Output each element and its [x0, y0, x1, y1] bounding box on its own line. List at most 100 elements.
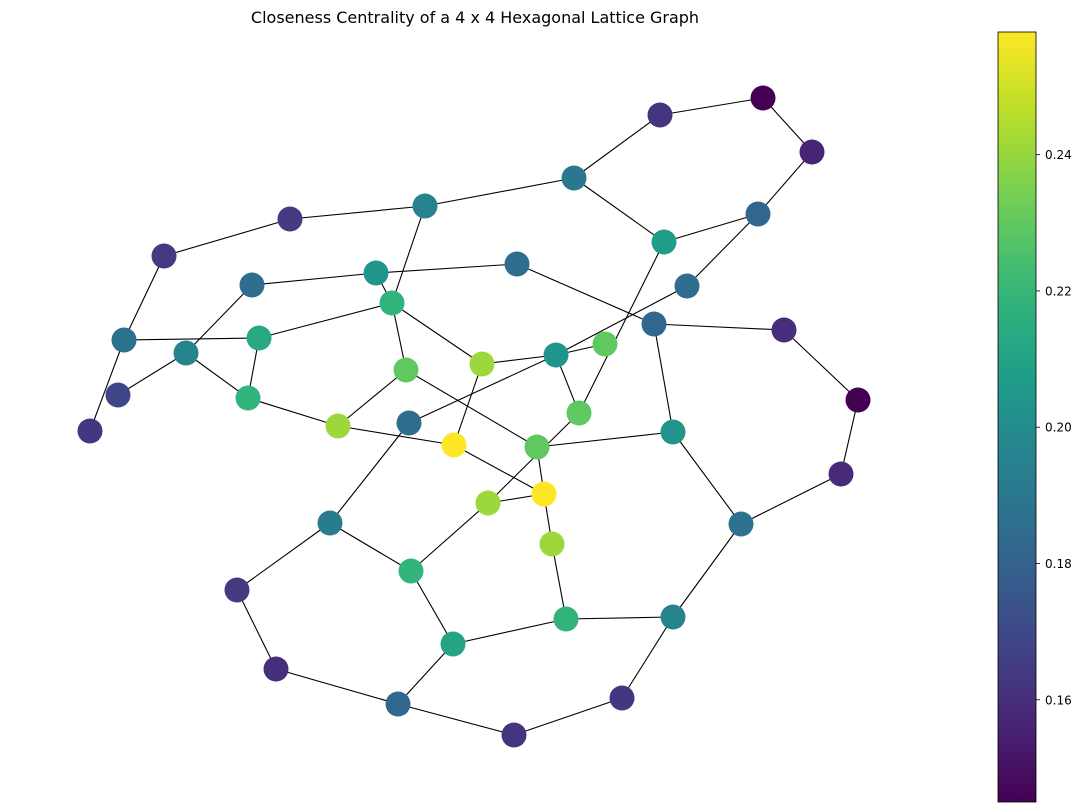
- graph-node: [745, 201, 771, 227]
- graph-edge: [659, 97, 764, 116]
- graph-edge: [653, 323, 785, 331]
- graph-node: [750, 85, 776, 111]
- graph-edge: [117, 352, 187, 396]
- graph-edge: [410, 570, 454, 645]
- graph-node: [566, 400, 592, 426]
- graph-node: [728, 511, 754, 537]
- graph-node: [246, 325, 272, 351]
- graph-edge: [258, 302, 393, 339]
- graph-edge: [555, 285, 688, 356]
- graph-node: [363, 260, 389, 286]
- graph-edge: [123, 337, 260, 341]
- chart-title: Closeness Centrality of a 4 x 4 Hexagona…: [250, 8, 700, 27]
- graph-node: [799, 139, 825, 165]
- graph-node: [651, 229, 677, 255]
- graph-node: [277, 206, 303, 232]
- graph-edge: [247, 397, 339, 427]
- graph-edge: [289, 205, 426, 220]
- graph-node: [828, 461, 854, 487]
- graph-edge: [329, 522, 412, 572]
- graph-edge: [573, 114, 661, 179]
- graph-node: [239, 272, 265, 298]
- graph-node: [475, 490, 501, 516]
- graph-edge: [391, 302, 483, 365]
- graph-edge: [453, 444, 545, 495]
- colorbar-gradient: [997, 31, 1037, 803]
- graph-edge: [573, 177, 665, 243]
- graph-node: [771, 317, 797, 343]
- graph-edge: [337, 425, 455, 446]
- graph-edge: [783, 329, 859, 401]
- graph-node: [317, 510, 343, 536]
- graph-edge: [578, 241, 665, 414]
- colorbar-tick-label: 0.18: [1045, 557, 1072, 571]
- graph-node: [504, 251, 530, 277]
- graph-edge: [653, 323, 674, 433]
- graph-node: [379, 290, 405, 316]
- graph-edge: [840, 399, 859, 475]
- graph-edge: [405, 369, 538, 448]
- graph-edge: [452, 618, 567, 645]
- graph-edge: [757, 151, 813, 215]
- graph-edge: [565, 616, 674, 620]
- graph-edge: [337, 369, 407, 427]
- graph-node: [647, 102, 673, 128]
- colorbar-tick-label: 0.16: [1045, 693, 1072, 707]
- graph-edge: [621, 616, 674, 699]
- colorbar-tick-label: 0.22: [1045, 284, 1072, 298]
- graph-edge: [516, 263, 655, 325]
- graph-edge: [672, 431, 742, 525]
- graph-edge: [453, 363, 483, 446]
- graph-node: [173, 340, 199, 366]
- graph-node: [224, 577, 250, 603]
- graph-edge: [236, 522, 331, 591]
- graph-node: [674, 273, 700, 299]
- graph-node: [151, 243, 177, 269]
- graph-edge: [123, 255, 165, 341]
- graph-edge: [536, 431, 674, 448]
- graph-edge: [686, 213, 759, 287]
- graph-node: [561, 165, 587, 191]
- graph-node: [469, 351, 495, 377]
- graph-edge: [663, 213, 759, 243]
- graph-edge: [185, 352, 249, 399]
- graph-edge: [424, 177, 575, 207]
- graph-node: [441, 432, 467, 458]
- graph-edge: [408, 354, 557, 424]
- graph-node: [398, 558, 424, 584]
- graph-edge: [740, 473, 842, 525]
- graph-edge: [185, 284, 253, 354]
- graph-edge: [410, 502, 489, 572]
- graph-node: [553, 606, 579, 632]
- graph-edge: [397, 643, 454, 705]
- graph-node: [660, 419, 686, 445]
- graph-node: [325, 413, 351, 439]
- graph-node: [539, 531, 565, 557]
- graph-node: [440, 631, 466, 657]
- graph-edge: [672, 523, 742, 618]
- colorbar-tick-label: 0.24: [1045, 148, 1072, 162]
- graph-edge: [163, 218, 291, 257]
- graph-node: [77, 418, 103, 444]
- graph-node: [105, 382, 131, 408]
- colorbar-tick-label: 0.20: [1045, 421, 1072, 435]
- graph-edge: [397, 703, 515, 736]
- graph-node: [385, 691, 411, 717]
- graph-node: [845, 387, 871, 413]
- graph-edge: [375, 263, 518, 274]
- graph-edge: [251, 272, 377, 286]
- graph-node: [396, 410, 422, 436]
- graph-node: [412, 193, 438, 219]
- graph-node: [263, 656, 289, 682]
- graph-node: [111, 327, 137, 353]
- graph-node: [235, 385, 261, 411]
- lattice-graph: [77, 85, 871, 748]
- graph-edge: [275, 668, 399, 705]
- graph-node: [609, 685, 635, 711]
- graph-node: [592, 331, 618, 357]
- graph-node: [660, 604, 686, 630]
- graph-edge: [236, 589, 277, 670]
- graph-node: [641, 311, 667, 337]
- graph-node: [393, 357, 419, 383]
